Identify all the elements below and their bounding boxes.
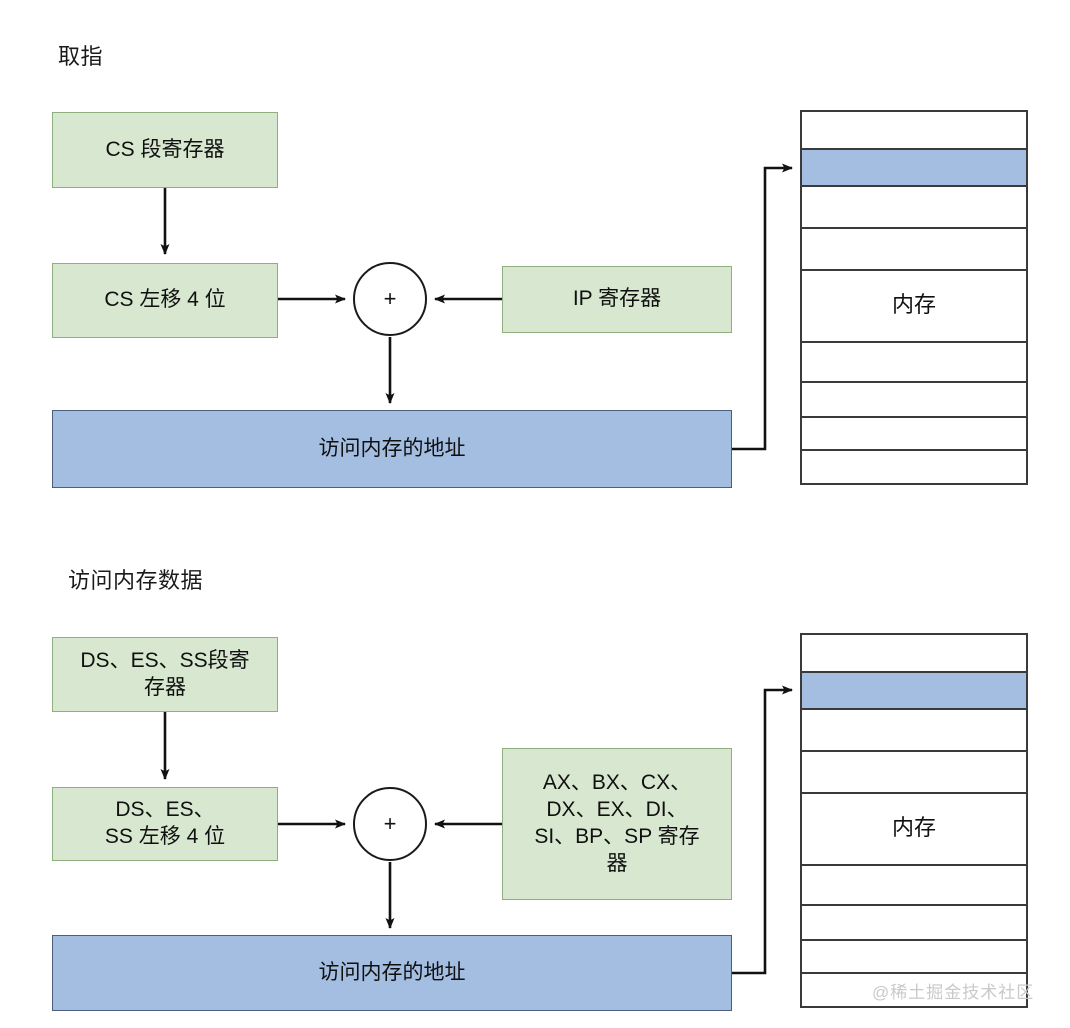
memory-row — [802, 229, 1026, 271]
node-cs-segment-register[interactable]: CS 段寄存器 — [52, 112, 278, 188]
memory-label-data-access: 内存 — [891, 815, 936, 840]
memory-block-fetch — [800, 110, 1028, 485]
plus-icon: + — [383, 811, 397, 836]
section-title-fetch: 取指 — [58, 44, 104, 69]
adder-circle-fetch[interactable]: + — [353, 262, 427, 336]
node-ds-es-ss-segment-register[interactable]: DS、ES、SS段寄 存器 — [52, 637, 278, 712]
memory-row — [802, 187, 1026, 229]
memory-row — [802, 974, 1026, 1006]
memory-row-highlighted — [802, 673, 1026, 710]
memory-row — [802, 710, 1026, 752]
memory-row — [802, 941, 1026, 974]
memory-row — [802, 906, 1026, 941]
node-ds-es-ss-shift-left-4[interactable]: DS、ES、 SS 左移 4 位 — [52, 787, 278, 861]
memory-row — [802, 418, 1026, 451]
memory-row — [802, 271, 1026, 343]
node-memory-address-data-access[interactable]: 访问内存的地址 — [52, 935, 732, 1011]
memory-row — [802, 752, 1026, 794]
plus-icon: + — [383, 286, 397, 311]
watermark: @稀土掘金技术社区 — [872, 983, 1035, 1002]
memory-row — [802, 794, 1026, 866]
node-memory-address-fetch[interactable]: 访问内存的地址 — [52, 410, 732, 488]
memory-row — [802, 635, 1026, 673]
memory-row — [802, 451, 1026, 483]
node-ip-register[interactable]: IP 寄存器 — [502, 266, 732, 333]
node-cs-shift-left-4[interactable]: CS 左移 4 位 — [52, 263, 278, 338]
section-title-data-access: 访问内存数据 — [68, 568, 204, 593]
memory-row-highlighted — [802, 150, 1026, 187]
memory-block-data-access — [800, 633, 1028, 1008]
adder-circle-data-access[interactable]: + — [353, 787, 427, 861]
node-general-purpose-registers[interactable]: AX、BX、CX、 DX、EX、DI、 SI、BP、SP 寄存 器 — [502, 748, 732, 900]
memory-label-fetch: 内存 — [891, 292, 936, 317]
memory-row — [802, 343, 1026, 383]
memory-row — [802, 112, 1026, 150]
memory-row — [802, 383, 1026, 418]
memory-row — [802, 866, 1026, 906]
